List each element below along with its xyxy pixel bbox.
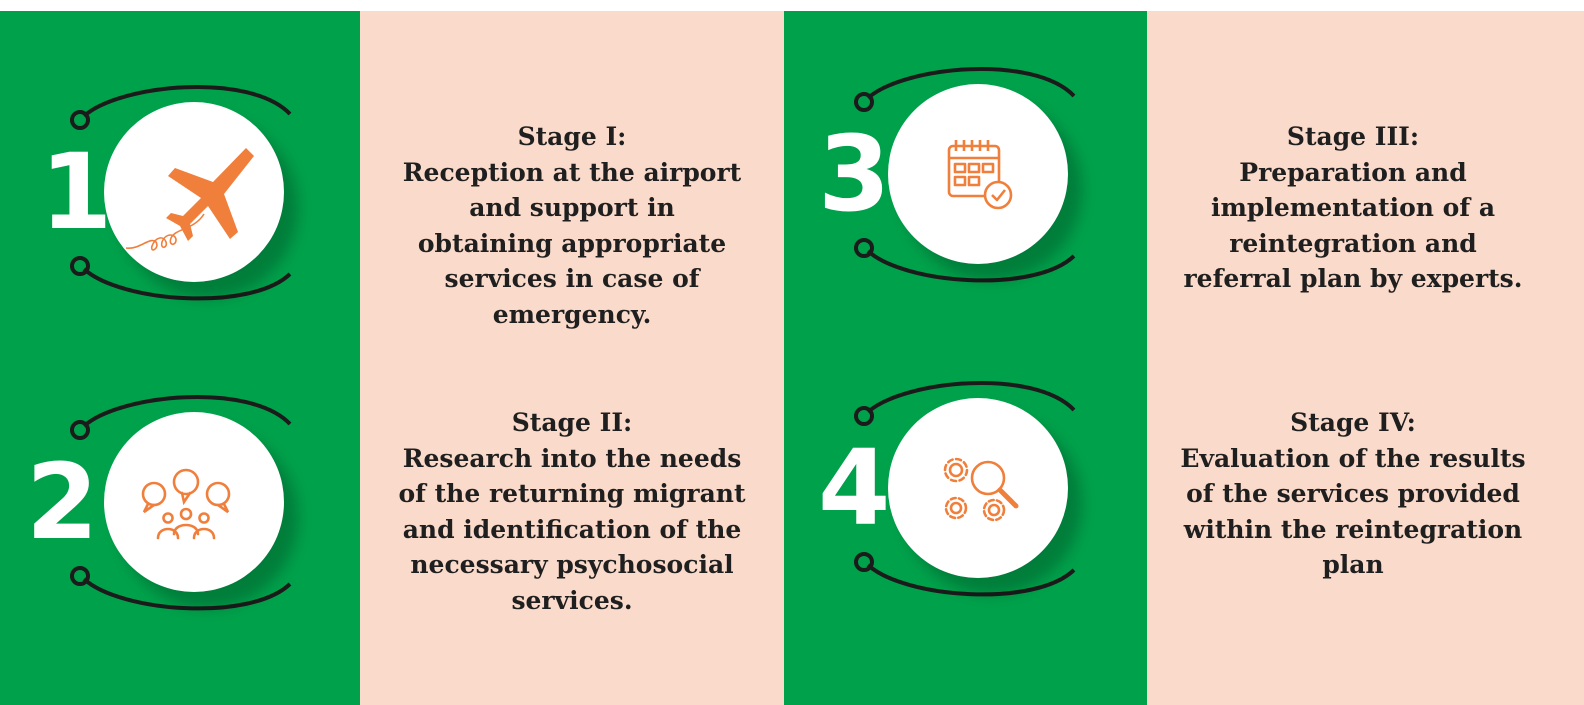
airplane-icon bbox=[125, 148, 254, 251]
stage-3-ring bbox=[854, 67, 1076, 283]
stage-1-description: Reception at the airport and support in … bbox=[402, 157, 742, 329]
stage-3-title: Stage III: bbox=[1286, 122, 1420, 151]
stage-2-description: Research into the needs of the returning… bbox=[398, 443, 746, 615]
stage-3-text: Stage III: Preparation and implementatio… bbox=[1172, 119, 1534, 297]
stage-1-graphic: 1 bbox=[40, 74, 370, 334]
stage-2-text: Stage II: Research into the needs of the… bbox=[396, 405, 748, 618]
stage-4-number: 4 bbox=[818, 427, 890, 549]
stage-2-graphic: 2 bbox=[26, 384, 370, 644]
peach-column-left bbox=[360, 11, 784, 705]
people-discussion-icon bbox=[141, 468, 231, 540]
stage-3-number: 3 bbox=[818, 113, 890, 235]
peach-column-right bbox=[1147, 11, 1584, 705]
stage-3-description: Preparation and implementation of a rein… bbox=[1183, 157, 1523, 294]
stage-3-graphic: 3 bbox=[818, 56, 1154, 316]
stage-1-icon-disc bbox=[104, 102, 284, 282]
stage-2-number: 2 bbox=[26, 441, 98, 563]
stage-1-number: 1 bbox=[40, 131, 112, 253]
stage-4-text: Stage IV: Evaluation of the results of t… bbox=[1180, 405, 1526, 583]
stage-1-ring bbox=[70, 85, 292, 301]
stage-4-icon-disc bbox=[888, 398, 1068, 578]
stage-4-ring bbox=[854, 381, 1076, 597]
stage-4-graphic: 4 bbox=[818, 370, 1154, 630]
stage-2-title: Stage II: bbox=[511, 408, 633, 437]
stage-4-description: Evaluation of the results of the service… bbox=[1180, 443, 1526, 580]
calendar-check-icon bbox=[947, 140, 1013, 210]
gears-magnifier-icon bbox=[943, 457, 1019, 522]
stage-1-title: Stage I: bbox=[517, 122, 627, 151]
stage-2-icon-disc bbox=[104, 412, 284, 592]
stage-4-title: Stage IV: bbox=[1290, 408, 1416, 437]
stage-1-text: Stage I: Reception at the airport and su… bbox=[400, 119, 744, 332]
stage-2-ring bbox=[70, 395, 292, 611]
stage-3-icon-disc bbox=[888, 84, 1068, 264]
